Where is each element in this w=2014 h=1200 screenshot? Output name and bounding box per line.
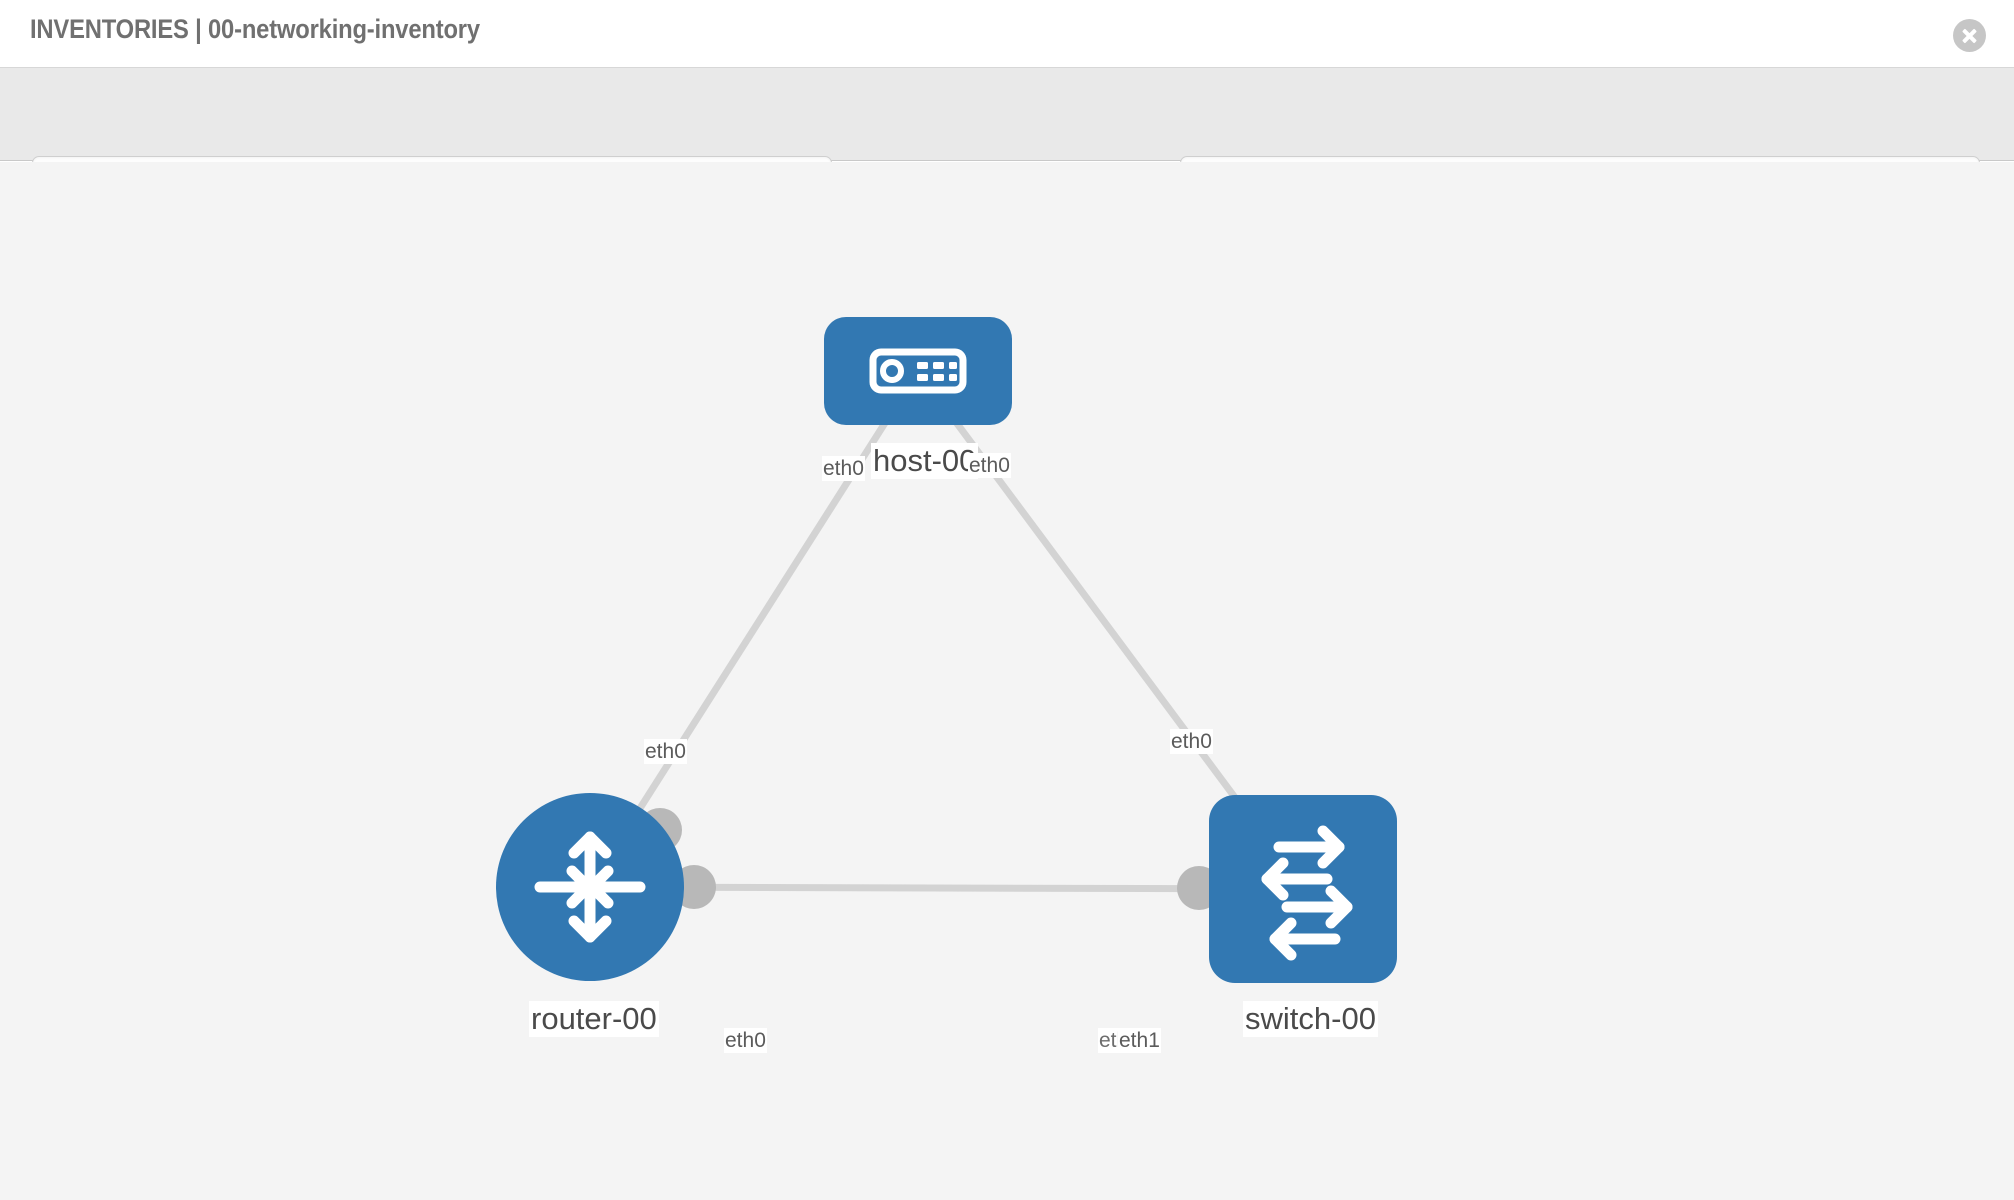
close-icon-circle (1953, 19, 1986, 52)
topology-node-label-host-00: host-00 (871, 443, 979, 479)
close-icon[interactable] (1953, 19, 1986, 52)
interface-label-router-uplink: eth0 (644, 739, 687, 765)
interface-label-host-right: eth0 (968, 453, 1011, 479)
toolbar: ACTIONS SEARCH (0, 68, 2014, 209)
router-arrows-icon (534, 831, 646, 943)
topology-node-host-00[interactable] (824, 317, 1012, 425)
window-header: INVENTORIES | 00-networking-inventory (0, 0, 2014, 68)
topology-canvas[interactable]: host-00 router-00 switch-00 eth0 eth0 et… (0, 162, 2014, 1200)
interface-label-switch-uplink: eth0 (1170, 729, 1213, 755)
switch-arrows-icon (1261, 825, 1353, 961)
interface-label-router-right: eth0 (724, 1028, 767, 1054)
server-icon (869, 348, 967, 394)
page-title: INVENTORIES | 00-networking-inventory (30, 14, 480, 44)
topology-node-label-router-00: router-00 (529, 1001, 659, 1037)
topology-node-router-00[interactable] (496, 793, 684, 981)
topology-node-label-switch-00: switch-00 (1243, 1001, 1378, 1037)
interface-label-switch-left: eth1 (1118, 1028, 1161, 1054)
topology-node-switch-00[interactable] (1209, 795, 1397, 983)
interface-label-host-left: eth0 (822, 456, 865, 482)
